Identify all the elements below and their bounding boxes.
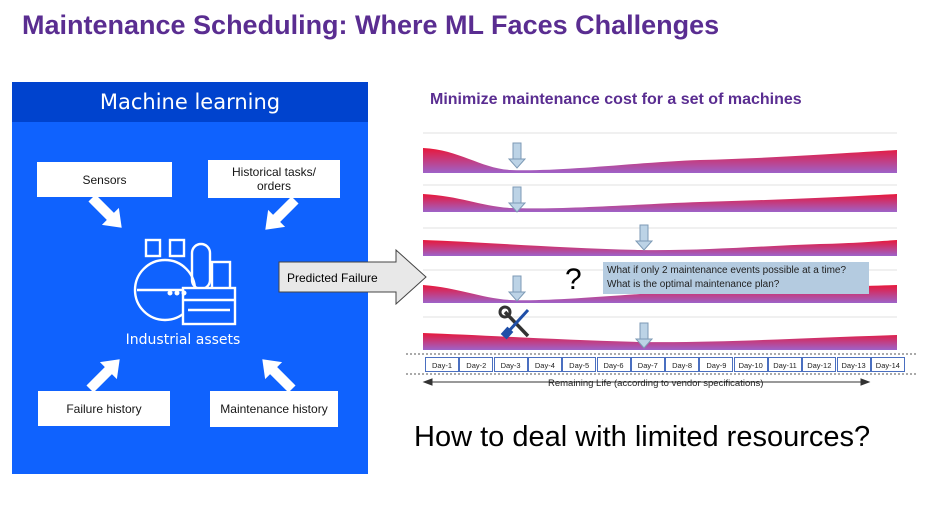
down-arrow-icon <box>507 275 527 302</box>
maintenance-history-box: Maintenance history <box>210 391 338 427</box>
down-arrow-icon <box>507 142 527 169</box>
arrow-from-failure-history <box>86 359 120 393</box>
remaining-life-label: Remaining Life (according to vendor spec… <box>548 378 764 389</box>
day-cell: Day-1 <box>425 357 459 372</box>
failure-history-label: Failure history <box>66 401 142 416</box>
page-title: Maintenance Scheduling: Where ML Faces C… <box>22 10 720 40</box>
down-arrow-icon <box>634 322 654 349</box>
remaining-life-arrow <box>422 378 871 386</box>
predicted-failure-label: Predicted Failure <box>287 271 378 285</box>
machine-3-curve <box>423 240 897 256</box>
bottom-question: How to deal with limited resources? <box>414 421 871 453</box>
day-row-lines <box>406 353 918 375</box>
historical-tasks-box: Historical tasks/ orders <box>208 160 340 198</box>
day-cell: Day-12 <box>802 357 837 372</box>
sensors-box: Sensors <box>37 162 172 197</box>
question-callout: What if only 2 maintenance events possib… <box>603 262 869 294</box>
day-cell: Day-8 <box>665 357 700 372</box>
machine-2-curve <box>423 194 897 212</box>
day-cell: Day-5 <box>562 357 597 372</box>
day-cell: Day-2 <box>459 357 494 372</box>
machine-5-curve <box>423 333 897 350</box>
day-cell: Day-4 <box>527 357 562 372</box>
maintenance-markers <box>507 142 654 349</box>
day-cell: Day-7 <box>630 357 665 372</box>
arrow-from-maintenance-history <box>262 359 296 393</box>
question-line-1: What if only 2 maintenance events possib… <box>607 265 847 276</box>
industrial-assets-label: Industrial assets <box>125 332 241 348</box>
machine-1-curve <box>423 148 897 173</box>
industrial-plant-icon <box>133 238 237 326</box>
day-cell: Day-11 <box>768 357 802 372</box>
down-arrow-icon <box>634 224 654 251</box>
predicted-failure-arrow <box>278 248 427 306</box>
arrow-from-historical <box>265 196 299 230</box>
panel-arrows <box>86 194 299 393</box>
machine-curves <box>423 148 897 350</box>
failure-history-box: Failure history <box>38 391 170 426</box>
question-mark: ? <box>565 263 582 296</box>
arrow-from-sensors <box>88 194 122 228</box>
day-cell: Day-6 <box>596 357 631 372</box>
day-cell: Day-3 <box>493 357 528 372</box>
historical-tasks-label-2: orders <box>256 179 291 193</box>
wrench-screwdriver-icon <box>498 305 530 340</box>
maintenance-history-label: Maintenance history <box>220 402 328 416</box>
question-line-2: What is the optimal maintenance plan? <box>607 279 780 290</box>
schedule-title: Minimize maintenance cost for a set of m… <box>430 91 802 108</box>
down-arrow-icon <box>507 186 527 213</box>
historical-tasks-label-1: Historical tasks/ <box>231 165 317 179</box>
day-cell: Day-9 <box>699 357 734 372</box>
day-cell: Day-13 <box>836 357 871 372</box>
sensors-label: Sensors <box>82 172 127 187</box>
day-cell: Day-14 <box>870 357 905 372</box>
ml-panel-header: Machine learning <box>12 82 368 122</box>
day-cell: Day-10 <box>733 357 768 372</box>
